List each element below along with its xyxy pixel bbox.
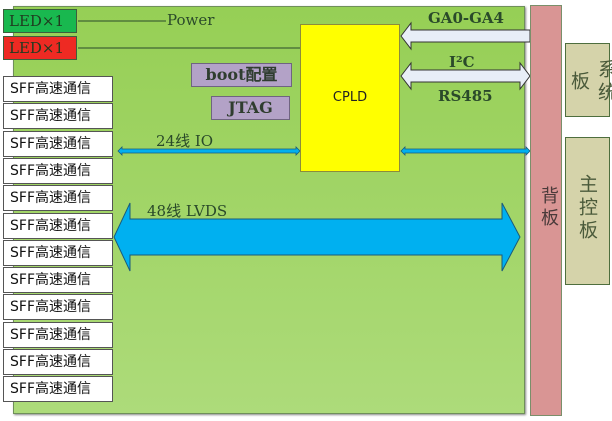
sff-module: SFF高速通信 <box>3 267 113 294</box>
sff-module: SFF高速通信 <box>3 239 113 266</box>
io-arrow-right <box>400 146 531 156</box>
sff-module: SFF高速通信 <box>3 321 113 348</box>
system-board: 系统板 <box>565 43 612 117</box>
sff-module: SFF高速通信 <box>3 103 113 130</box>
main-control-board-label: 主控板 <box>576 174 598 243</box>
sff-module: SFF高速通信 <box>3 157 113 184</box>
sff-module: SFF高速通信 <box>3 376 113 403</box>
io-label: 24线 IO <box>156 132 214 150</box>
sff-module: SFF高速通信 <box>3 130 113 157</box>
led-red: LED×1 <box>3 36 77 60</box>
rs485-label: RS485 <box>438 87 493 105</box>
main-control-board: 主控板 <box>565 137 610 285</box>
backplane: 背板 <box>530 5 562 416</box>
ga-label: GA0-GA4 <box>428 9 504 27</box>
power-label: Power <box>167 11 215 29</box>
sff-module: SFF高速通信 <box>3 212 113 239</box>
led-green: LED×1 <box>3 9 77 33</box>
jtag-box: JTAG <box>211 96 290 120</box>
sff-module: SFF高速通信 <box>3 185 113 212</box>
backplane-label: 背板 <box>538 186 559 230</box>
system-board-label: 系统板 <box>568 59 612 105</box>
i2c-label: I²C <box>449 53 475 71</box>
lvds-label: 48线 LVDS <box>147 202 228 220</box>
sff-module: SFF高速通信 <box>3 294 113 321</box>
cpld-block: CPLD <box>300 24 400 172</box>
lvds-arrow <box>113 202 521 272</box>
boot-config-box: boot配置 <box>191 63 292 87</box>
sff-module: SFF高速通信 <box>3 76 113 102</box>
sff-module: SFF高速通信 <box>3 349 113 375</box>
